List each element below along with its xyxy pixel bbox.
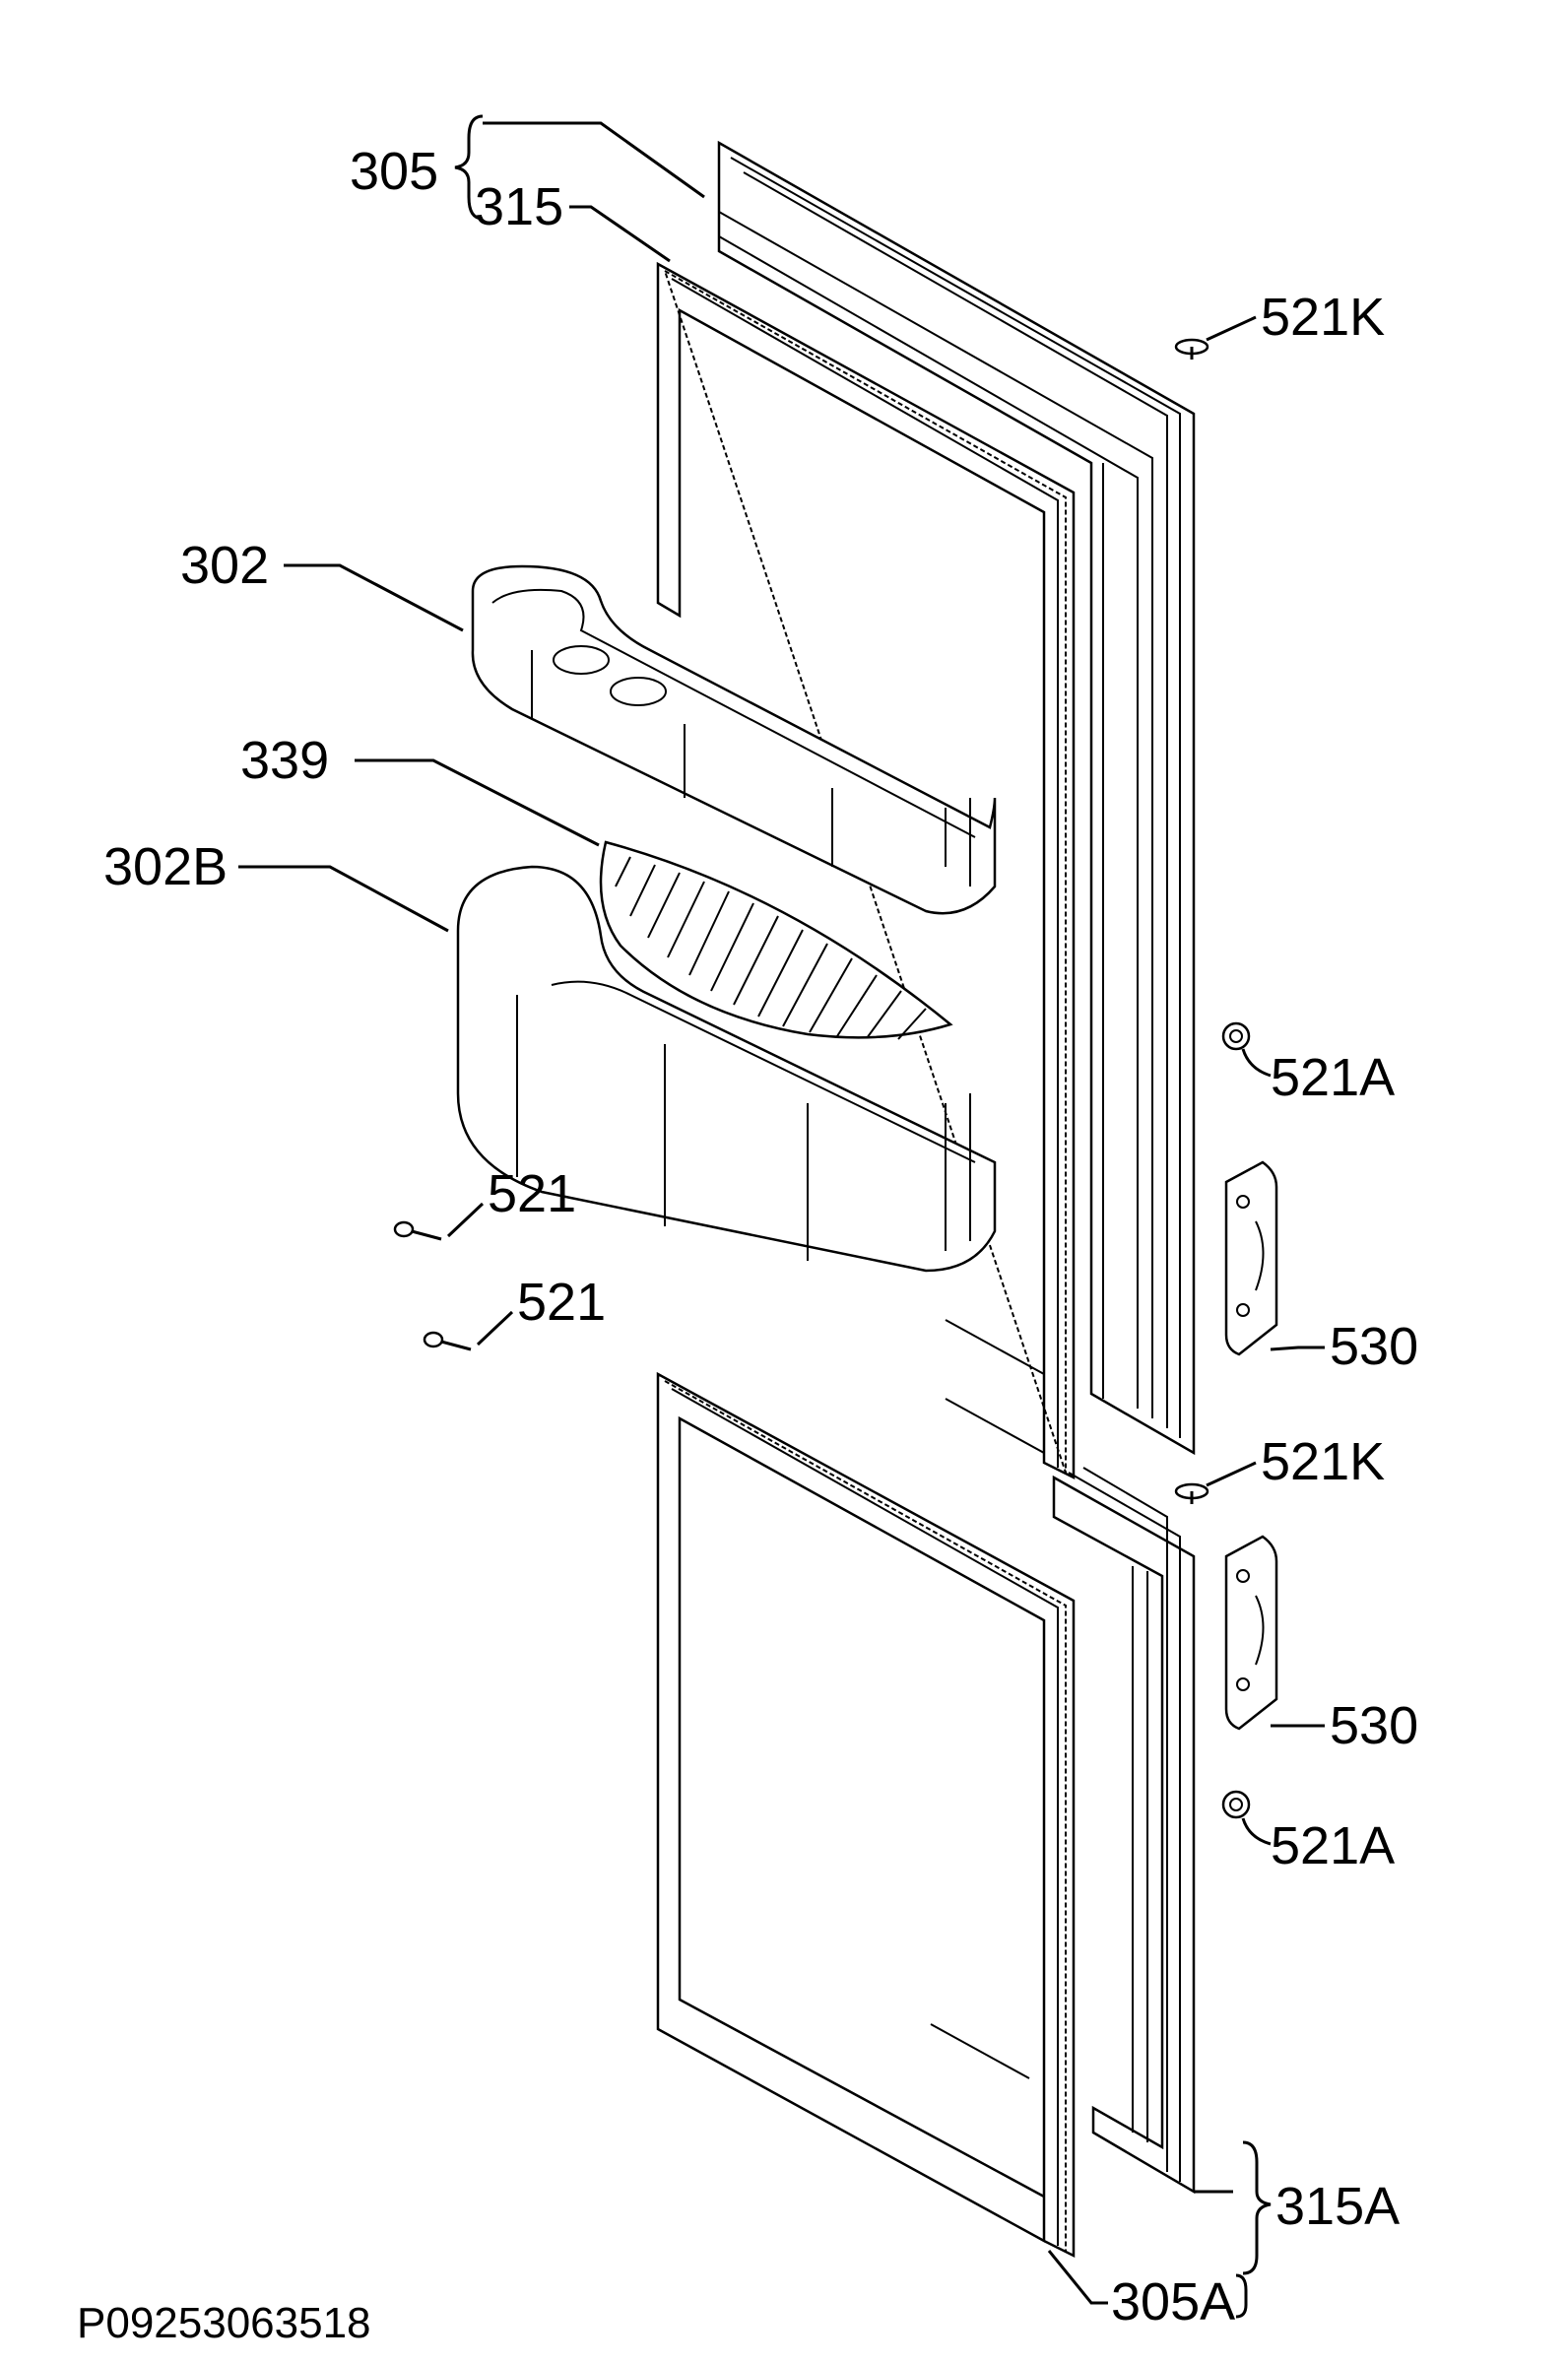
label-302: 302 — [180, 536, 269, 595]
label-305: 305 — [350, 142, 438, 201]
screw-521k-top — [1174, 338, 1209, 360]
label-521k-top: 521K — [1261, 288, 1385, 347]
plug-521a-top — [1221, 1021, 1251, 1051]
label-521a-top: 521A — [1271, 1048, 1395, 1107]
plug-521a-bot — [1221, 1790, 1251, 1819]
screw-521k-mid — [1174, 1482, 1209, 1504]
label-315: 315 — [475, 177, 563, 236]
leader-lines — [238, 114, 1325, 2319]
label-521k-mid: 521K — [1261, 1432, 1385, 1491]
upper-door-panel — [717, 140, 1196, 1456]
screw-521-a — [393, 1220, 442, 1241]
label-521a-bot: 521A — [1271, 1816, 1395, 1875]
label-315a: 315A — [1275, 2177, 1400, 2236]
hinge-530-top — [1224, 1160, 1278, 1356]
label-530-top: 530 — [1330, 1317, 1418, 1376]
label-339: 339 — [240, 731, 329, 790]
door-shelf-302 — [471, 564, 997, 915]
label-521-a: 521 — [488, 1164, 576, 1223]
label-530-bot: 530 — [1330, 1696, 1418, 1755]
screw-521-b — [423, 1331, 472, 1351]
lower-door-gasket — [656, 1371, 1076, 2259]
document-number: P09253063518 — [77, 2299, 371, 2347]
part-labels: 305 315 521K 302 339 302B 521A 521 521 5… — [103, 142, 1418, 2331]
bottle-guard-339 — [599, 840, 953, 1040]
label-305a: 305A — [1111, 2272, 1235, 2331]
lower-door-panel — [1052, 1467, 1196, 2195]
label-521-b: 521 — [517, 1273, 606, 1332]
label-302b: 302B — [103, 837, 228, 896]
hinge-530-bot — [1224, 1535, 1278, 1731]
door-shelf-302b — [456, 865, 997, 1273]
